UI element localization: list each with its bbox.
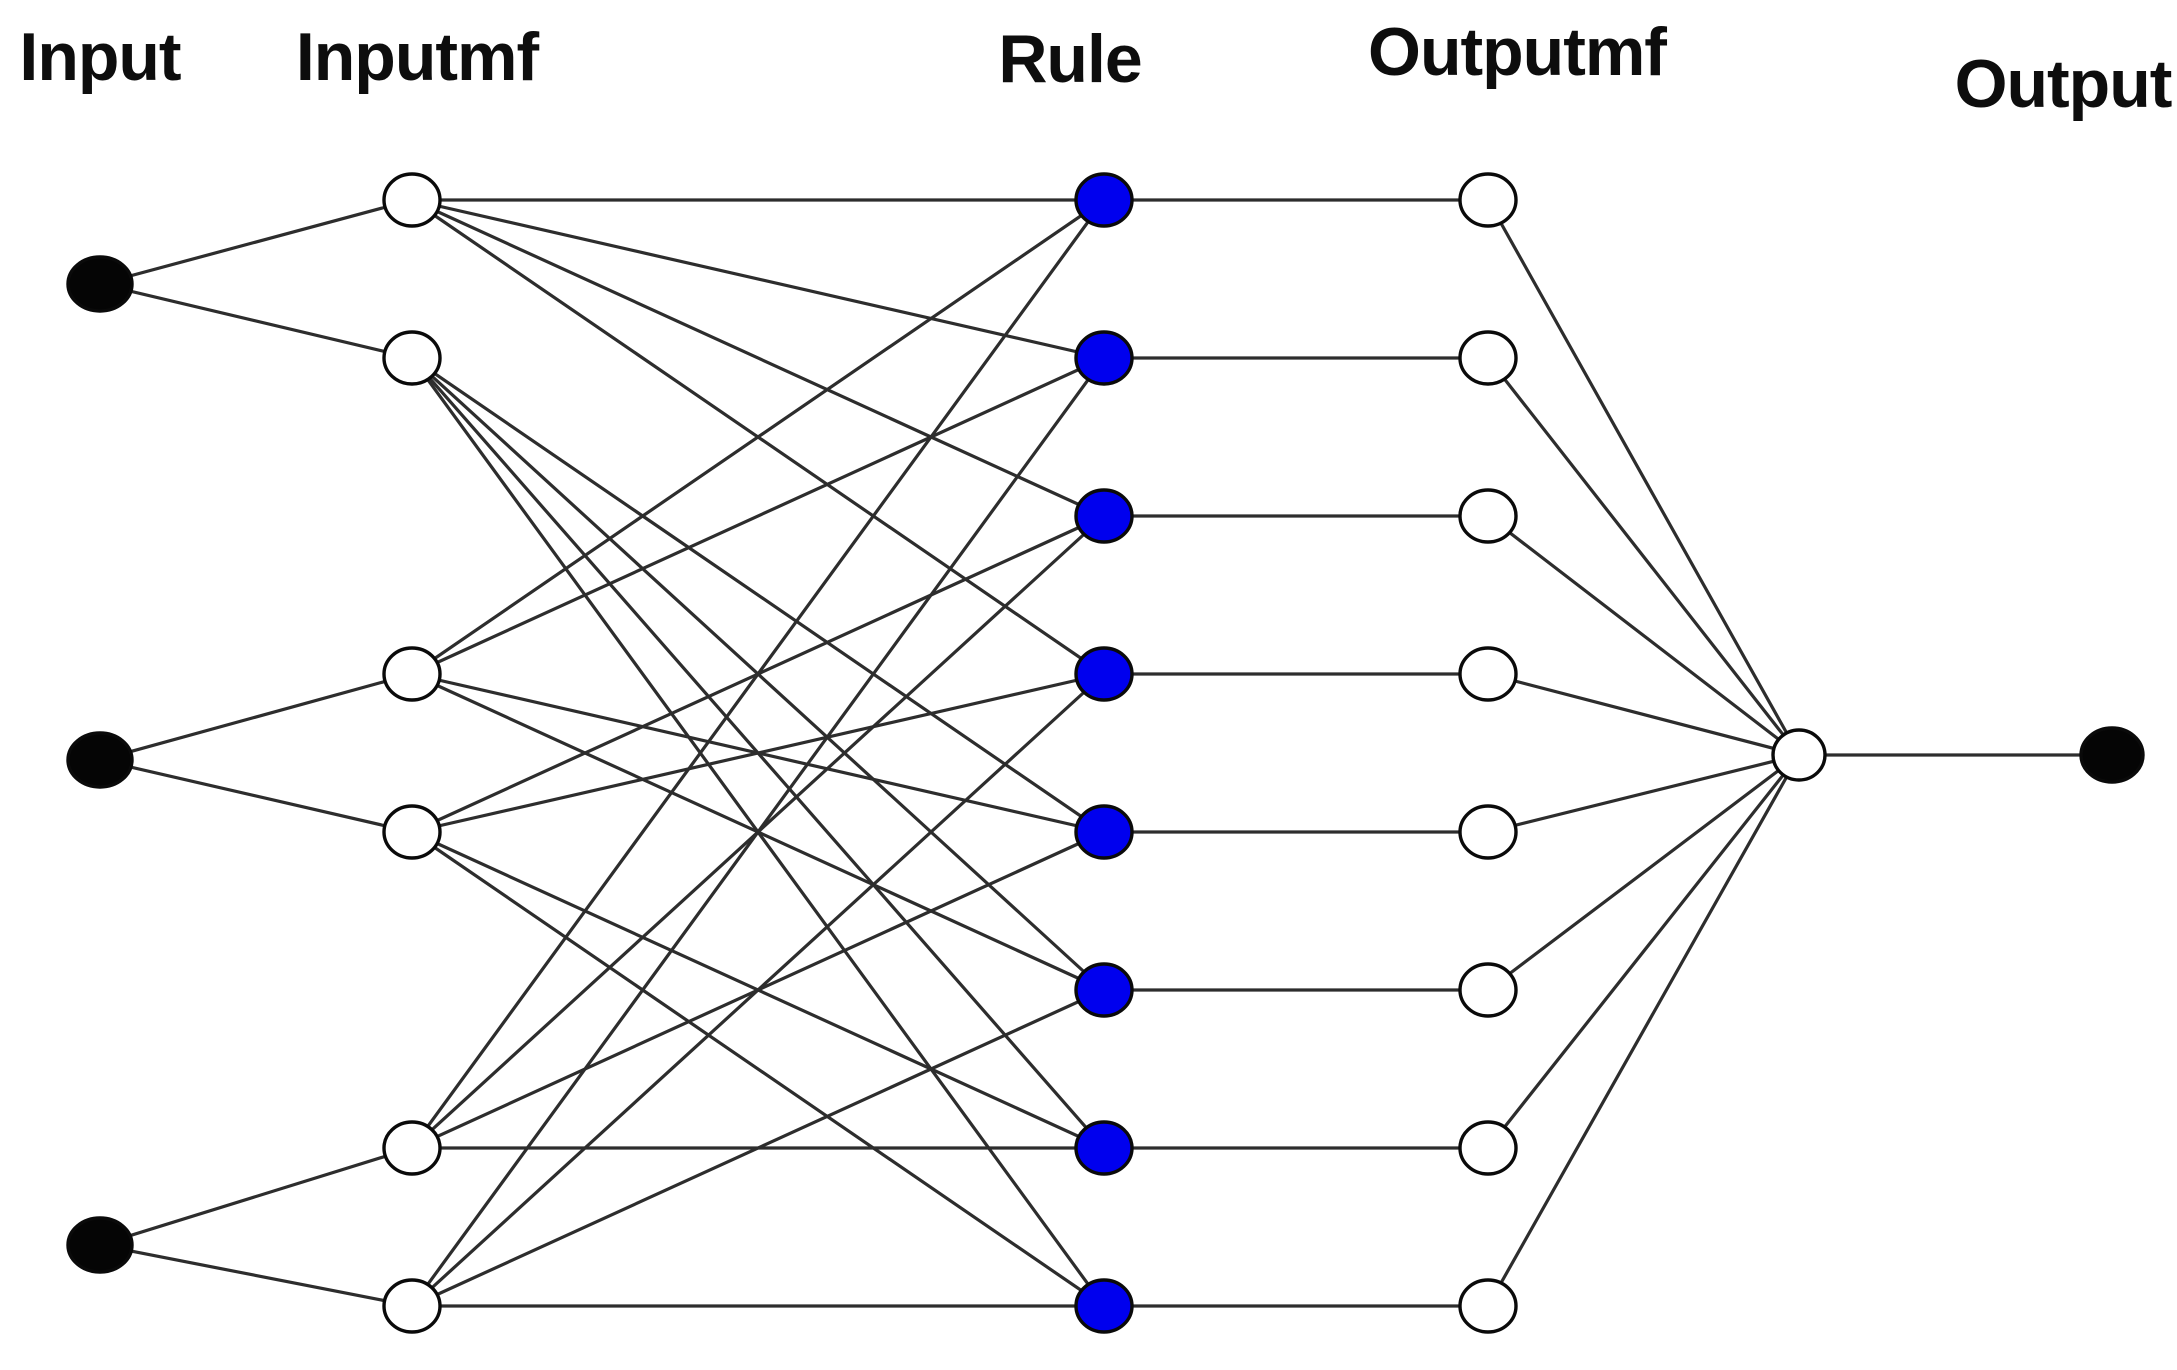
outputmf-node-8 <box>1458 1278 1518 1334</box>
outputmf-node-1 <box>1458 172 1518 228</box>
inputmf-node-4 <box>382 804 442 860</box>
rule-node-6 <box>1074 962 1134 1018</box>
inputmf-node-3 <box>382 646 442 702</box>
inputmf-node-1 <box>382 172 442 228</box>
edge-omf3-agg <box>1486 514 1801 757</box>
edge-mf5-r1 <box>410 198 1106 1150</box>
rule-node-5 <box>1074 804 1134 860</box>
rule-node-2 <box>1074 330 1134 386</box>
input-node-2 <box>66 731 134 789</box>
edge-mf4-r8 <box>410 830 1106 1308</box>
aggregation-node <box>1771 728 1827 782</box>
edge-in1-mf1 <box>98 198 414 286</box>
outputmf-node-5 <box>1458 804 1518 860</box>
outputmf-node-7 <box>1458 1120 1518 1176</box>
edge-mf6-r4 <box>410 672 1106 1308</box>
edge-omf4-agg <box>1486 672 1801 757</box>
edge-in2-mf4 <box>98 758 414 834</box>
edge-mf3-r2 <box>410 356 1106 676</box>
layer-label-inputmf: Inputmf <box>295 19 539 95</box>
edge-omf5-agg <box>1486 753 1801 834</box>
layer-label-input: Input <box>19 19 181 95</box>
inputmf-node-2 <box>382 330 442 386</box>
edge-mf6-r2 <box>410 356 1106 1308</box>
edge-in3-mf5 <box>98 1146 414 1247</box>
edge-in1-mf2 <box>98 282 414 360</box>
rule-node-7 <box>1074 1120 1134 1176</box>
inputmf-node-6 <box>382 1278 442 1334</box>
input-node-3 <box>66 1216 134 1274</box>
edge-in2-mf3 <box>98 672 414 762</box>
rule-node-1 <box>1074 172 1134 228</box>
edge-omf1-agg <box>1486 198 1801 757</box>
edge-mf4-r4 <box>410 672 1106 834</box>
edge-mf2-r5 <box>410 356 1106 834</box>
rule-node-4 <box>1074 646 1134 702</box>
outputmf-node-6 <box>1458 962 1518 1018</box>
edge-mf1-r2 <box>410 198 1106 360</box>
layer-label-outputmf: Outputmf <box>1368 14 1667 90</box>
edge-mf6-r6 <box>410 988 1106 1308</box>
edge-in3-mf6 <box>98 1243 414 1308</box>
edge-omf7-agg <box>1486 753 1801 1150</box>
outputmf-node-2 <box>1458 330 1518 386</box>
outputmf-node-4 <box>1458 646 1518 702</box>
inputmf-node-5 <box>382 1120 442 1176</box>
edge-omf6-agg <box>1486 753 1801 992</box>
outputmf-node-3 <box>1458 488 1518 544</box>
edge-omf2-agg <box>1486 356 1801 757</box>
output-node <box>2079 726 2145 784</box>
layer-label-rule: Rule <box>998 21 1142 97</box>
edge-omf8-agg <box>1486 753 1801 1308</box>
layer-label-output: Output <box>1954 46 2173 122</box>
rule-node-8 <box>1074 1278 1134 1334</box>
edge-mf3-r1 <box>410 198 1106 676</box>
input-node-1 <box>66 255 134 313</box>
rule-node-3 <box>1074 488 1134 544</box>
edge-mf1-r3 <box>410 198 1106 518</box>
